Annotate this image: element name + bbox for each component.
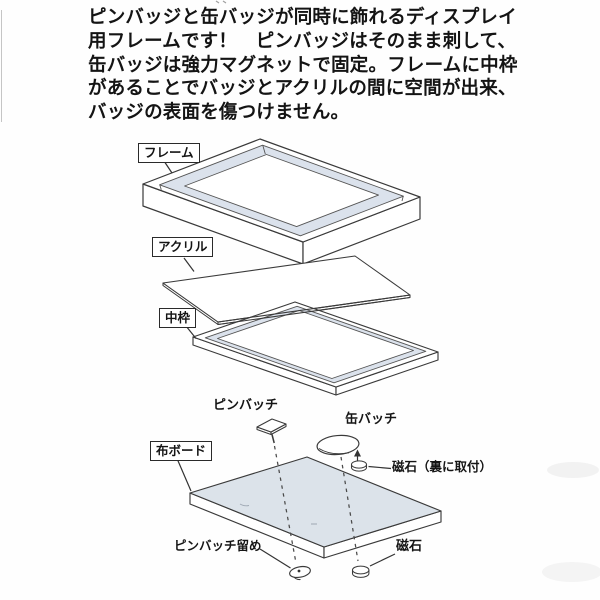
board-texture-marks bbox=[239, 503, 317, 525]
pin-keeper-hole bbox=[297, 569, 301, 573]
pin-keeper-leader bbox=[259, 548, 291, 569]
can-badge-rim bbox=[318, 448, 350, 455]
cloth-board-piece bbox=[189, 456, 442, 559]
intro-line-5: バッジの表面を傷つけません。 bbox=[88, 102, 350, 124]
frame-inner-floor bbox=[184, 154, 379, 228]
inner-frame-piece bbox=[192, 301, 439, 396]
board-top-face bbox=[189, 456, 442, 548]
can-badge-label: 缶バッチ bbox=[345, 412, 398, 427]
frame-leader bbox=[163, 160, 173, 174]
acrylic-leader bbox=[183, 257, 195, 272]
pin-badge-label: ピンバッチ bbox=[213, 398, 279, 413]
attach-arrow bbox=[354, 449, 361, 462]
can-badge-disc bbox=[316, 434, 360, 456]
arrow-head bbox=[354, 449, 361, 457]
cloth-board-label: 布ボード bbox=[150, 441, 213, 461]
alignment-dashed-lines bbox=[273, 445, 359, 564]
intro-line-3: 缶バッジは強力マグネットで固定。フレームに中枠 bbox=[88, 54, 518, 76]
frame-label: フレーム bbox=[138, 143, 200, 163]
leader-lines bbox=[163, 160, 396, 569]
pin-needle bbox=[271, 434, 275, 444]
pin-badge-top bbox=[256, 418, 287, 433]
scan-smudge bbox=[542, 562, 600, 582]
magnet-back-leader bbox=[368, 465, 392, 470]
magnet-leader bbox=[369, 553, 396, 567]
magnet-top-drawing bbox=[350, 460, 368, 472]
pin-keeper-cap bbox=[289, 565, 311, 579]
inner-frame-leader bbox=[185, 325, 197, 339]
acrylic-label: アクリル bbox=[152, 237, 214, 257]
acrylic-overlap-lines bbox=[217, 294, 411, 325]
intro-line-1: ピンバッジと缶バッジが同時に飾れるディスプレイ bbox=[88, 7, 517, 28]
magnet-bottom-drawing bbox=[351, 565, 370, 578]
frame-inner-corner-edges bbox=[159, 145, 404, 202]
intro-text: ピンバッジと缶バッジが同時に飾れるディスプレイ 用フレームです！ ピンバッジはそ… bbox=[88, 6, 518, 125]
magnet-top-face bbox=[350, 460, 368, 469]
pin-badge-drawing bbox=[256, 418, 287, 444]
magnet-back-label: 磁石（裏に取付） bbox=[392, 459, 493, 474]
pin-dashed-line bbox=[273, 445, 297, 564]
pin-keeper-label: ピンバッチ留め bbox=[174, 538, 262, 553]
scan-speck-artifact bbox=[215, 0, 227, 4]
magnet-label: 磁石 bbox=[396, 539, 423, 554]
magnet-bottom-face bbox=[351, 565, 370, 575]
pin-keeper-drawing bbox=[289, 565, 311, 581]
can-dashed-line bbox=[340, 456, 359, 562]
intro-line-4: があることでバッジとアクリルの間に空間が出来、 bbox=[88, 78, 517, 100]
intro-line-2: 用フレームです！ ピンバッジはそのまま刺して、 bbox=[88, 30, 517, 52]
inner-frame-label: 中枠 bbox=[159, 308, 197, 328]
scan-smudge bbox=[547, 462, 599, 478]
cloth-board-leader bbox=[176, 458, 192, 492]
frame-piece bbox=[142, 138, 421, 265]
inner-frame-opening bbox=[217, 310, 414, 379]
can-badge-drawing bbox=[316, 434, 360, 456]
